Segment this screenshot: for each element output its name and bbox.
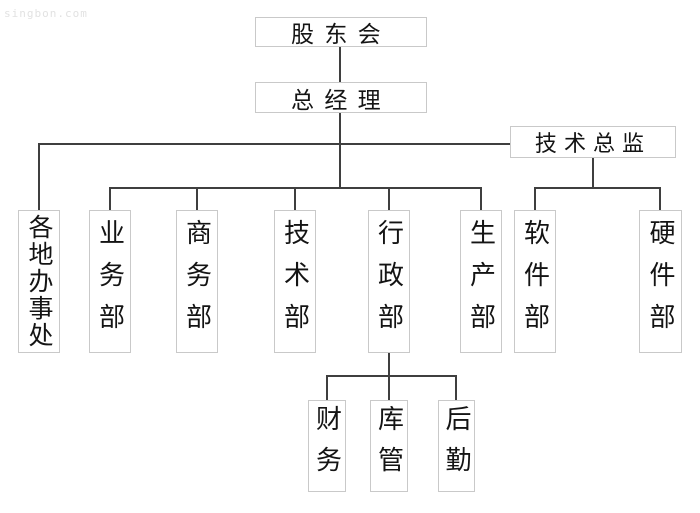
org-node-admin-dept: 行政部 <box>368 210 410 353</box>
connector-drop-technology <box>294 187 296 210</box>
org-node-business-dept: 业务部 <box>89 210 131 353</box>
connector-drop-software <box>534 187 536 210</box>
org-node-finance: 财务 <box>308 400 346 492</box>
org-node-general-manager: 总经理 <box>255 82 427 114</box>
connector-gm-branch-rail <box>38 143 510 145</box>
org-node-commerce-dept: 商务部 <box>176 210 218 353</box>
connector-drop-production <box>480 187 482 210</box>
connector-drop-offices <box>38 143 40 210</box>
watermark-text: singbon.com <box>4 7 88 20</box>
org-node-technology-dept: 技术部 <box>274 210 316 353</box>
org-node-shareholders: 股东会 <box>255 17 427 48</box>
org-node-tech-director: 技术总监 <box>510 126 676 158</box>
org-node-warehouse: 库管 <box>370 400 408 492</box>
connector-drop-hardware <box>659 187 661 210</box>
org-node-offices: 各地办事处 <box>18 210 60 353</box>
connector-gm-stem <box>339 113 341 189</box>
connector-techdirector-stem <box>592 158 594 189</box>
connector-drop-business <box>109 187 111 210</box>
org-node-production-dept: 生产部 <box>460 210 502 353</box>
org-node-hardware-dept: 硬件部 <box>639 210 682 353</box>
org-node-software-dept: 软件部 <box>514 210 556 353</box>
connector-techdirector-rail <box>534 187 661 189</box>
connector-drop-admin <box>388 187 390 210</box>
connector-drop-finance <box>326 375 328 400</box>
connector-drop-commerce <box>196 187 198 210</box>
connector-admin-rail <box>326 375 457 377</box>
org-node-logistics: 后勤 <box>438 400 475 492</box>
connector-shareholders-gm <box>339 47 341 82</box>
connector-drop-logistics <box>455 375 457 400</box>
